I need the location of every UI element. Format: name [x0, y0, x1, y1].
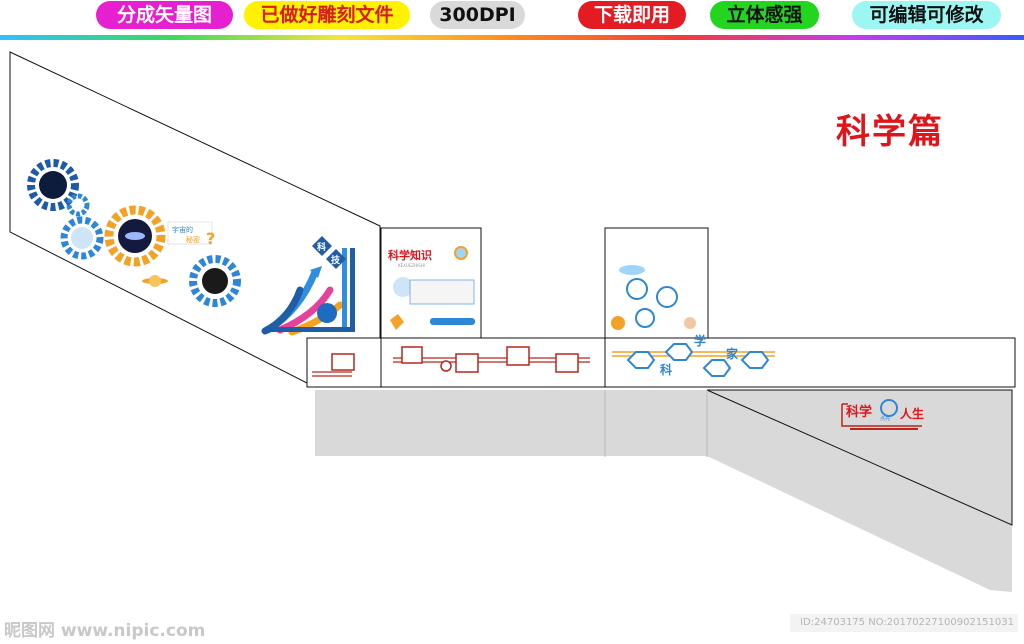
globe-icon	[317, 303, 337, 323]
rail-card-2	[401, 346, 423, 364]
badge-download: 下载即用	[578, 1, 686, 29]
tech-char-2: 技	[331, 254, 341, 266]
scientist-char-2: 学	[694, 333, 706, 348]
knowledge-bubble	[393, 277, 413, 297]
stair-shadow-right	[707, 390, 1012, 592]
scientist-char-1: 科	[660, 362, 672, 377]
science-life-1: 科学	[846, 404, 872, 420]
tech-char-1: 科	[317, 241, 326, 253]
stair-shadow-left	[315, 390, 707, 456]
gear-cluster	[27, 159, 241, 307]
science-life-dots	[850, 428, 918, 430]
badge-vector: 分成矢量图	[96, 1, 233, 29]
page-title: 科学篇	[836, 112, 944, 152]
badge-dpi: 300DPI	[430, 1, 525, 29]
science-life-2: 人生	[900, 406, 924, 421]
magnifier-icon	[454, 246, 468, 260]
science-life-circle	[880, 399, 898, 417]
rail-card-1	[331, 353, 355, 371]
knowledge-subtitle: KEXUEZHISHI	[398, 263, 425, 268]
question-mark-icon: ?	[206, 229, 215, 248]
science-life-bracket	[841, 403, 922, 427]
tech-base	[265, 327, 355, 332]
lightbulb-icon	[440, 360, 452, 372]
watermark-right: ID:24703175 NO:20170227100902151031	[790, 614, 1018, 632]
gear-caption-box	[167, 221, 213, 245]
science-life-mid: 点亮	[880, 415, 890, 422]
badge-editable: 可编辑可修改	[852, 1, 1001, 29]
gear-caption-1: 宇宙的	[172, 225, 193, 234]
rail-card-4	[506, 346, 530, 366]
left-slanted-wall	[9, 51, 381, 384]
knowledge-title: 科学知识	[388, 248, 432, 262]
rail-card-3	[455, 353, 479, 373]
satellite-icon	[390, 314, 404, 330]
scientist-hexagons	[626, 343, 770, 377]
rail-line-1	[312, 371, 352, 377]
gear-caption-2: 秘密	[186, 235, 200, 244]
tech-diamond-1	[312, 236, 332, 256]
badge-engraving: 已做好雕刻文件	[244, 1, 410, 29]
tech-bar-2	[350, 248, 355, 330]
watermark-left: 昵图网 www.nipic.com	[4, 621, 206, 641]
hexagon-board-art	[611, 265, 696, 330]
rainbow-divider	[0, 35, 1024, 40]
knowledge-text-block	[409, 279, 475, 305]
badge-3d: 立体感强	[710, 1, 819, 29]
knowledge-jet	[430, 318, 475, 325]
rail-card-5	[555, 353, 579, 373]
lower-right-wall	[706, 389, 1013, 526]
tech-bar-1	[342, 248, 347, 330]
tech-diamond-2	[326, 249, 346, 269]
scientist-char-3: 家	[726, 346, 739, 361]
